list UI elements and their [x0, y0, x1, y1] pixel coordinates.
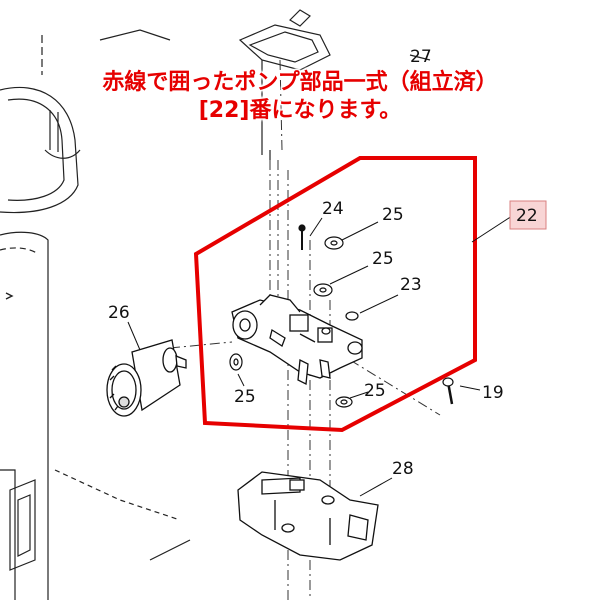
leader-lines	[127, 215, 513, 497]
callout-25-top: 25	[382, 205, 404, 225]
callout-19: 19	[482, 383, 504, 403]
housing-outline	[0, 29, 191, 600]
instruction-title-line2: [22]番になります。	[198, 98, 402, 123]
callout-22-tag: 22	[509, 200, 547, 230]
pump-body	[231, 294, 363, 386]
instruction-title-line1: 赤線で囲ったポンプ部品一式（組立済）	[102, 70, 498, 95]
callout-25-bottom: 25	[364, 381, 386, 401]
callout-28: 28	[392, 459, 414, 479]
washers-and-screws	[229, 224, 454, 408]
callout-25-left: 25	[234, 387, 256, 407]
base-bracket	[237, 471, 379, 561]
callout-25-mid: 25	[372, 249, 394, 269]
callout-22: 22	[516, 206, 538, 226]
callout-23: 23	[400, 275, 422, 295]
motor	[106, 339, 187, 417]
callout-26: 26	[108, 303, 130, 323]
top-bracket	[238, 9, 431, 160]
pump-assembly-highlight	[193, 156, 477, 433]
callout-24: 24	[322, 199, 344, 219]
callout-27: 27	[410, 47, 432, 67]
